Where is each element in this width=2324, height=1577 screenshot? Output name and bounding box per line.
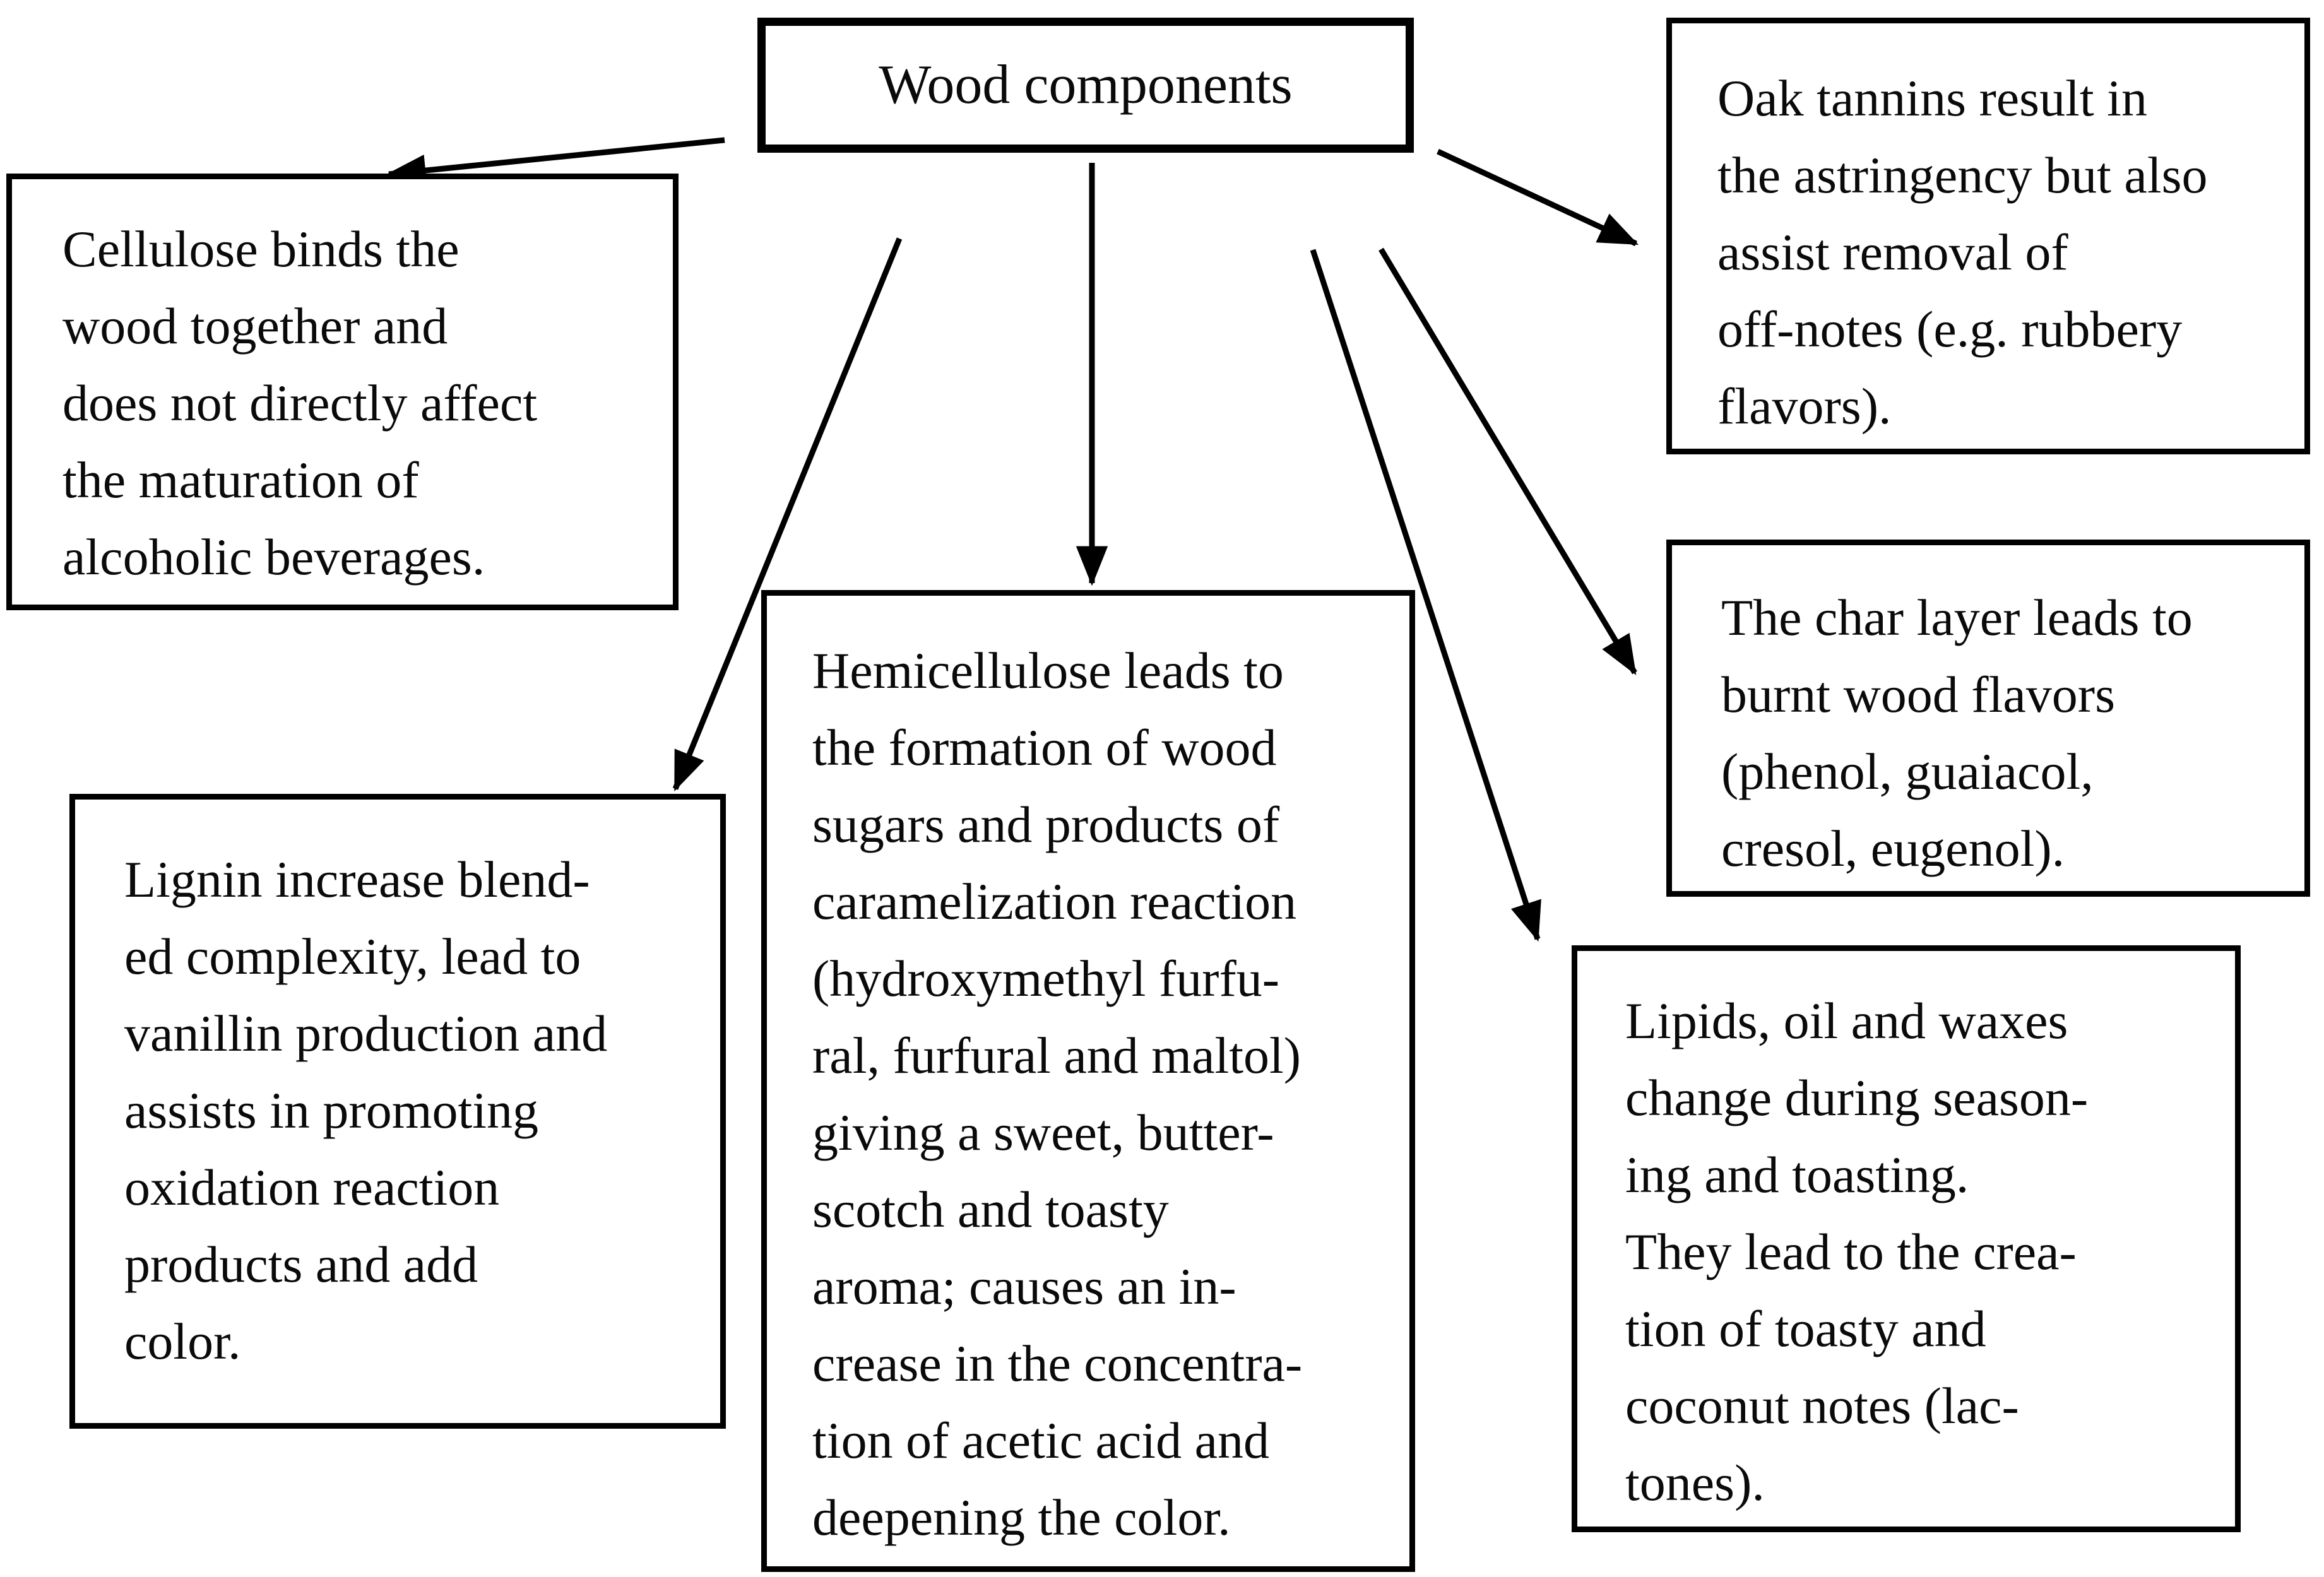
node-lipids-text: Lipids, oil and waxes change during seas…: [1625, 992, 2089, 1511]
arrow-wood-to-oak_tannins: [1437, 148, 1639, 247]
node-oak-tannins: Oak tannins result in the astringency bu…: [1666, 18, 2310, 454]
node-lignin-text: Lignin increase blend- ed complexity, le…: [124, 851, 608, 1370]
node-hemicellulose: Hemicellulose leads to the formation of …: [761, 590, 1415, 1572]
arrow-wood-to-lipids: [1310, 249, 1541, 942]
arrow-wood-to-cellulose: [386, 137, 725, 187]
node-wood-components-label: Wood components: [879, 54, 1293, 115]
node-wood-components: Wood components: [757, 18, 1414, 153]
node-cellulose: Cellulose binds the wood together and do…: [6, 174, 679, 610]
node-cellulose-text: Cellulose binds the wood together and do…: [62, 220, 538, 586]
node-char-layer: The char layer leads to burnt wood flavo…: [1666, 540, 2310, 897]
node-char-layer-text: The char layer leads to burnt wood flavo…: [1721, 589, 2193, 877]
node-lignin: Lignin increase blend- ed complexity, le…: [69, 794, 726, 1429]
node-oak-tannins-text: Oak tannins result in the astringency bu…: [1717, 69, 2208, 435]
node-hemicellulose-text: Hemicellulose leads to the formation of …: [812, 642, 1303, 1546]
arrow-wood-to-char_layer: [1378, 247, 1637, 675]
node-lipids: Lipids, oil and waxes change during seas…: [1572, 945, 2241, 1532]
arrow-wood-to-lignin: [672, 237, 903, 792]
